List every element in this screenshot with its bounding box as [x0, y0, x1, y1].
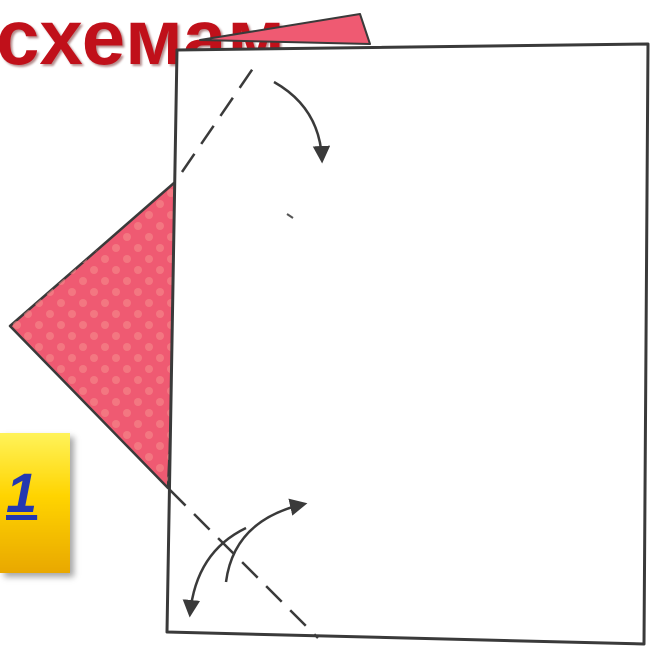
- back-flap-top: [200, 14, 370, 44]
- paper-sheet: [167, 44, 648, 644]
